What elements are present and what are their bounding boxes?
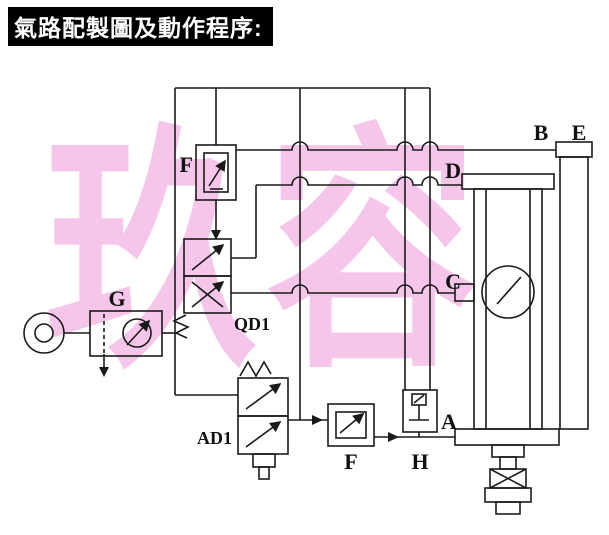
ad1-flow-arrow-2 [245, 421, 282, 448]
cylinder-top-plate [461, 173, 555, 190]
component-labels: F G QD1 AD1 F H A B E D C [108, 120, 586, 474]
label-qd1: QD1 [234, 314, 270, 334]
label-a: A [441, 409, 457, 434]
label-d: D [445, 158, 461, 183]
pilot-valve-f [195, 144, 237, 201]
label-b: B [534, 120, 549, 145]
flow-control-f [327, 403, 375, 447]
filter-regulator-g [89, 310, 163, 367]
page-title: 氣路配製圖及動作程序: [8, 7, 273, 46]
air-source [23, 312, 65, 354]
pipe-network [64, 87, 556, 438]
f-pilot-outer-box [195, 144, 237, 201]
cylinder-bottom-plate [454, 428, 560, 446]
label-f-pilot: F [180, 152, 193, 177]
arrow-into-qd1 [211, 230, 221, 240]
valve-ad1 [237, 360, 289, 480]
regulator-gauge-circle [122, 318, 152, 348]
label-g: G [108, 286, 125, 311]
cylinder-port-c-stub [454, 283, 475, 302]
piston-rod [499, 456, 517, 470]
filter-body [89, 310, 163, 357]
ad1-spring [239, 360, 272, 378]
flow-control-outer-box [327, 403, 375, 447]
qd1-flow-arrow-1 [191, 243, 225, 271]
ad1-flow-arrow-1 [245, 383, 282, 410]
ad1-actuator-box [252, 453, 276, 468]
cylinder-gauge-circle [481, 265, 535, 319]
qd1-flow-cross [191, 281, 224, 308]
qd1-box-bottom [183, 275, 232, 314]
pipe-line-c [231, 284, 455, 294]
qd1-spring [172, 314, 190, 339]
h-body [402, 389, 438, 433]
ad1-actuator-stem [258, 466, 270, 480]
regulator-arrow [126, 319, 151, 346]
air-source-outer-circle [23, 312, 65, 354]
arrow-out-flow-control [388, 432, 399, 442]
valve-qd1 [172, 238, 232, 339]
cylinder-b [454, 173, 560, 515]
f-pilot-arrow [208, 159, 226, 187]
rod-guide [491, 444, 525, 458]
arrow-filter-drain [99, 367, 109, 377]
h-inner-diagonal [413, 394, 425, 404]
flow-control-arrow [339, 412, 365, 434]
reservoir-body [559, 156, 589, 430]
label-f-flow: F [344, 449, 357, 474]
cylinder-gauge-needle [496, 276, 522, 305]
flow-arrowheads [99, 230, 399, 442]
clamp-cross-2 [489, 468, 527, 489]
arrow-into-flow-control [312, 415, 323, 425]
label-e: E [572, 120, 587, 145]
quick-exhaust-h [402, 389, 438, 433]
air-source-inner-circle [34, 323, 54, 343]
pipe-line-d [256, 176, 462, 186]
cylinder-barrel [473, 188, 543, 430]
clamp-flange [484, 487, 532, 503]
reservoir-e [555, 141, 593, 430]
label-h: H [411, 449, 428, 474]
f-pilot-inner-box [203, 152, 229, 193]
label-c: C [445, 269, 461, 294]
flow-control-inner-box [335, 411, 367, 439]
label-ad1: AD1 [197, 428, 232, 448]
pipe-line-e [236, 141, 556, 151]
clamp-tip [495, 501, 521, 515]
